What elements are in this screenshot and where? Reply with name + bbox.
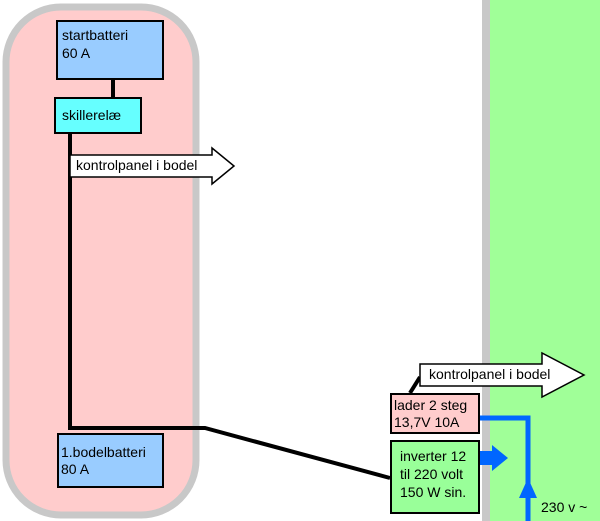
- inverter-line1: inverter 12: [400, 448, 467, 464]
- charger-type: lader 2 steg: [394, 397, 468, 413]
- shore-zone-border: [482, 0, 490, 521]
- inverter: inverter 12 til 220 volt 150 W sin.: [390, 440, 480, 514]
- house-battery-name: 1.bodelbatteri: [61, 444, 146, 460]
- vehicle-zone: [2, 3, 200, 519]
- house-battery-capacity: 80 A: [61, 461, 90, 477]
- control-panel-arrow-right: [419, 351, 586, 399]
- inverter-output-arrow-icon: [475, 445, 508, 471]
- ac-up-arrow-icon: [519, 478, 537, 498]
- wire-relay-housebattery: [68, 133, 391, 480]
- start-battery-capacity: 60 A: [62, 45, 91, 61]
- shore-zone: [486, 0, 600, 521]
- inverter-line3: 150 W sin.: [400, 484, 467, 500]
- isolation-relay-label: skillerelæ: [62, 107, 122, 123]
- start-battery-name: startbatteri: [62, 27, 129, 43]
- control-panel-right-label: kontrolpanel i bodel: [429, 366, 551, 382]
- control-panel-left-label: kontrolpanel i bodel: [76, 157, 198, 173]
- charger-rating: 13,7V 10A: [394, 414, 460, 430]
- house-battery: 1.bodelbatteri 80 A: [57, 433, 164, 488]
- wire-charger-arrow: [408, 375, 422, 395]
- charger: lader 2 steg 13,7V 10A: [390, 393, 480, 434]
- ac-input-label: 230 v ~: [541, 499, 588, 515]
- isolation-relay: skillerelæ: [54, 97, 142, 134]
- start-battery: startbatteri 60 A: [56, 20, 164, 80]
- inverter-line2: til 220 volt: [400, 466, 464, 482]
- control-panel-arrow-left: [69, 146, 236, 186]
